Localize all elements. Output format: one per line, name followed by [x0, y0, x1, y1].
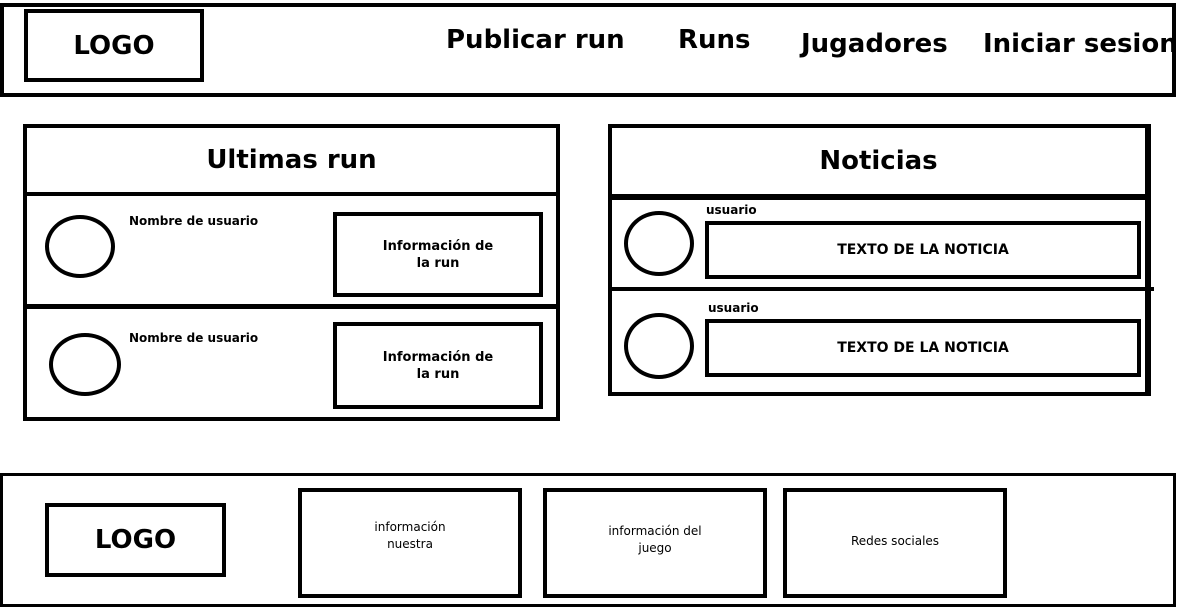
- user-avatar: [624, 211, 694, 276]
- footer-game-info[interactable]: información del juego: [543, 488, 767, 598]
- footer-logo-text: LOGO: [94, 525, 177, 555]
- news-divider: [608, 287, 1154, 291]
- news-text-box[interactable]: TEXTO DE LA NOTICIA: [705, 319, 1141, 377]
- news-text: TEXTO DE LA NOTICIA: [837, 242, 1009, 258]
- news-username: usuario: [708, 301, 759, 315]
- news-username: usuario: [706, 203, 757, 217]
- header-logo-text: LOGO: [73, 30, 155, 61]
- run-username: Nombre de usuario: [129, 214, 259, 228]
- latest-runs-title: Ultimas run: [206, 145, 377, 175]
- news-text-box[interactable]: TEXTO DE LA NOTICIA: [705, 221, 1141, 279]
- news-title: Noticias: [819, 146, 938, 176]
- footer-logo[interactable]: LOGO: [45, 503, 226, 577]
- header-logo[interactable]: LOGO: [24, 9, 204, 82]
- run-username: Nombre de usuario: [129, 331, 259, 345]
- news-header: Noticias: [612, 128, 1145, 198]
- nav-iniciar-sesion[interactable]: Iniciar sesion: [983, 29, 1177, 59]
- latest-runs-header: Ultimas run: [23, 124, 560, 196]
- footer-about-text: información nuestra: [374, 520, 446, 551]
- news-text: TEXTO DE LA NOTICIA: [837, 340, 1009, 356]
- footer-social[interactable]: Redes sociales: [783, 488, 1007, 598]
- footer-game-info-text: información del juego: [608, 524, 702, 555]
- user-avatar: [45, 215, 115, 278]
- nav-publicar-run[interactable]: Publicar run: [446, 25, 625, 55]
- user-avatar: [624, 313, 694, 379]
- footer-about[interactable]: información nuestra: [298, 488, 522, 598]
- news-divider-top: [608, 196, 1151, 200]
- run-info-box[interactable]: Información de la run: [333, 212, 543, 297]
- footer-social-text: Redes sociales: [850, 534, 940, 548]
- nav-jugadores[interactable]: Jugadores: [801, 29, 948, 59]
- run-info-text: Información de la run: [382, 349, 494, 382]
- nav-runs[interactable]: Runs: [678, 25, 751, 55]
- run-info-text: Información de la run: [382, 238, 494, 271]
- user-avatar: [49, 333, 121, 396]
- run-info-box[interactable]: Información de la run: [333, 322, 543, 409]
